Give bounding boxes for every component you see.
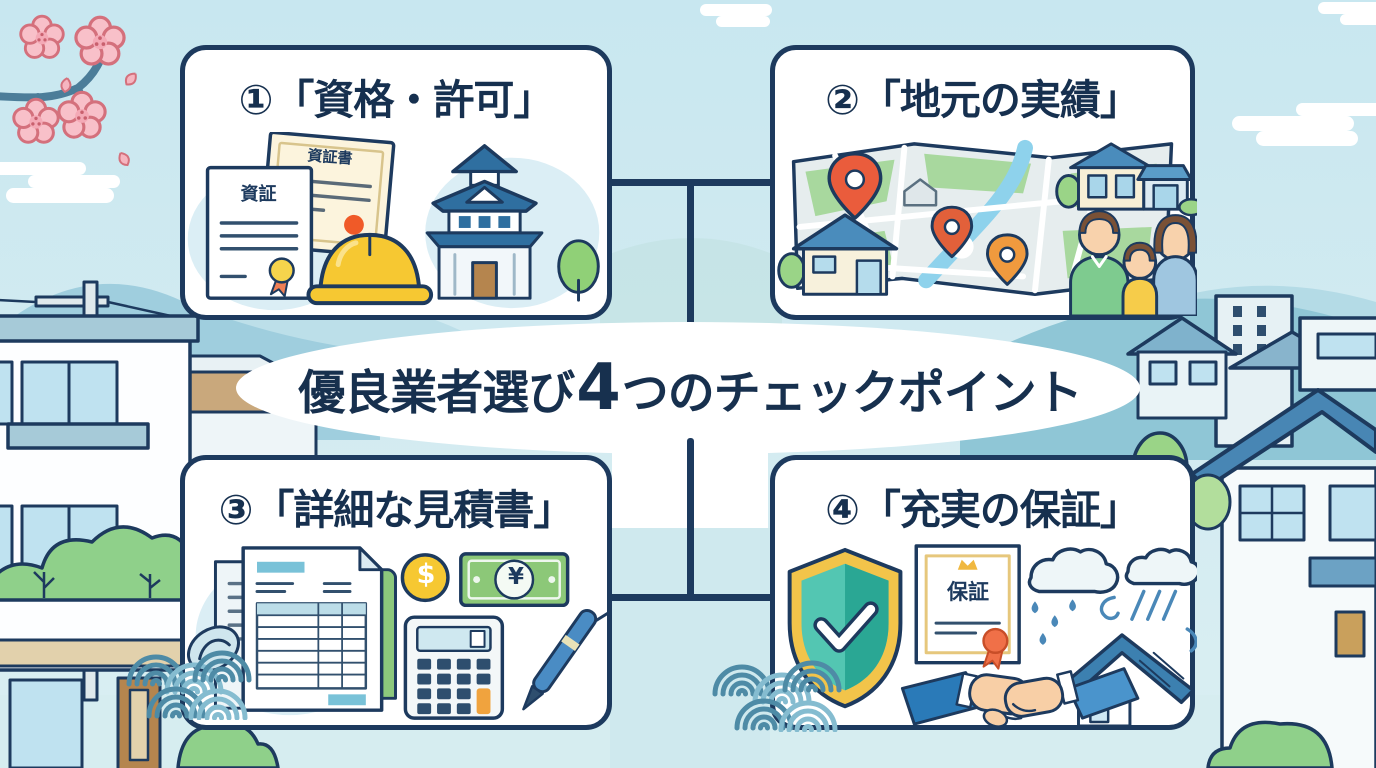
connector-line bbox=[608, 594, 774, 601]
coin-dollar-label: $ bbox=[416, 559, 436, 590]
house-icon bbox=[777, 213, 899, 296]
raindrop-icon bbox=[1031, 599, 1076, 645]
panel-1-number: ① bbox=[238, 76, 274, 124]
estimate-sheet-icon bbox=[213, 546, 397, 712]
main-title-prefix: 優良業者選び bbox=[298, 365, 575, 421]
bush-icon bbox=[1206, 720, 1334, 768]
castle-icon bbox=[425, 144, 544, 300]
cherry-blossom-icon bbox=[0, 14, 140, 169]
handshake-icon bbox=[900, 667, 1140, 728]
certificate-front-label: 資証 bbox=[240, 184, 277, 205]
panel-2-number: ② bbox=[825, 76, 860, 124]
banknote-yen-label: ¥ bbox=[507, 564, 524, 590]
location-pin-icon bbox=[827, 152, 1029, 286]
warranty-certificate-icon bbox=[914, 544, 1021, 670]
connector-line bbox=[687, 438, 694, 600]
pen-icon bbox=[522, 608, 611, 711]
coin-icon bbox=[400, 553, 450, 603]
family-icon bbox=[1069, 210, 1199, 318]
connector-line bbox=[687, 182, 694, 334]
main-title-number: 4 bbox=[576, 351, 621, 425]
panel-4-title-text: 「充実の保証」 bbox=[859, 486, 1141, 534]
townscape-houses bbox=[0, 280, 332, 768]
panel-1-title: ①「資格・許可」 bbox=[185, 66, 607, 126]
seigaiha-wave-icon bbox=[122, 640, 252, 720]
cloud-icon bbox=[0, 2, 1376, 203]
panel-3-title: ③「詳細な見積書」 bbox=[185, 476, 607, 536]
calculator-icon bbox=[403, 615, 505, 720]
townscape-houses bbox=[1126, 294, 1376, 768]
panel-1-title-text: 「資格・許可」 bbox=[273, 76, 554, 124]
bush-icon bbox=[0, 525, 280, 768]
big-gable-house bbox=[1190, 388, 1376, 768]
main-title-suffix: つのチェックポイント bbox=[621, 365, 1083, 421]
panel-2-title-text: 「地元の実績」 bbox=[859, 76, 1141, 124]
panel-2-title: ②「地元の実績」 bbox=[775, 66, 1190, 126]
certificate-icon bbox=[205, 130, 396, 300]
panel-local-track-record: ②「地元の実績」 bbox=[770, 45, 1205, 320]
panel-2-illustration bbox=[775, 132, 1205, 318]
panel-4-number: ④ bbox=[825, 486, 860, 534]
panel-3-title-text: 「詳細な見積書」 bbox=[253, 486, 574, 534]
hard-hat-icon bbox=[306, 232, 434, 306]
panel-qualifications: ①「資格・許可」 bbox=[180, 45, 612, 320]
award-ribbon-icon bbox=[268, 257, 295, 298]
panel-4-illustration bbox=[775, 542, 1201, 728]
tree-icon bbox=[557, 239, 600, 302]
panel-4-title: ④「充実の保証」 bbox=[775, 476, 1190, 536]
warranty-label: 保証 bbox=[947, 580, 989, 604]
seigaiha-wave-icon bbox=[706, 648, 846, 732]
rain-cloud-icon bbox=[1027, 547, 1201, 653]
panel-3-number: ③ bbox=[218, 486, 254, 534]
panel-1-illustration bbox=[185, 130, 607, 316]
shield-check-icon bbox=[787, 547, 903, 709]
banknote-icon bbox=[459, 552, 570, 608]
